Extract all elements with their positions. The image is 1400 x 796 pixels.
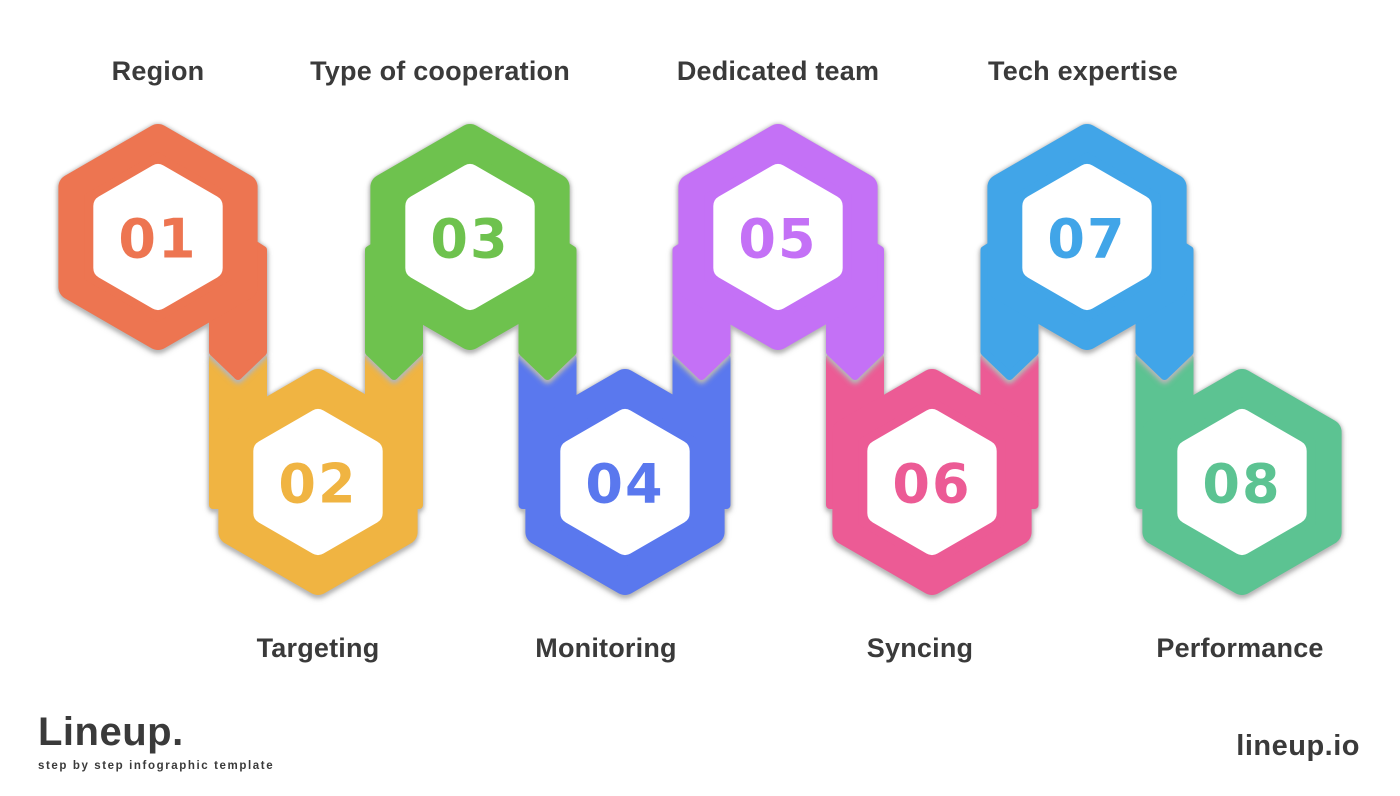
step-label-07: Tech expertise bbox=[988, 56, 1178, 86]
step-number: 02 bbox=[278, 453, 357, 516]
hexagon-inner bbox=[713, 164, 843, 310]
step-unit-08: 08 bbox=[1135, 354, 1342, 595]
hexagon-inner bbox=[253, 409, 383, 555]
step-number: 05 bbox=[738, 208, 817, 271]
step-number: 07 bbox=[1047, 208, 1126, 271]
step-unit-04: 04 bbox=[518, 354, 731, 595]
hexagon-inner bbox=[1177, 409, 1307, 555]
step-unit-07: 07 bbox=[980, 124, 1194, 380]
step-label-03: Type of cooperation bbox=[310, 56, 570, 86]
step-label-05: Dedicated team bbox=[676, 56, 880, 86]
step-unit-05: 05 bbox=[672, 124, 884, 380]
hexagon-inner bbox=[867, 409, 997, 555]
hexagon-inner bbox=[1022, 164, 1152, 310]
hexagon-inner bbox=[93, 164, 223, 310]
brand-logo: Lineup. step by step infographic templat… bbox=[38, 710, 274, 772]
step-number: 06 bbox=[892, 453, 971, 516]
brand-logo-tagline: step by step infographic template bbox=[38, 760, 275, 772]
step-number: 03 bbox=[430, 208, 509, 271]
step-label-08: Performance bbox=[1156, 633, 1324, 663]
brand-logo-text: Lineup. bbox=[38, 710, 184, 754]
step-label-06: Syncing bbox=[866, 633, 974, 663]
brand-site-text: lineup.io bbox=[1236, 730, 1360, 762]
step-unit-01: 01 bbox=[58, 124, 267, 380]
hexagon-inner bbox=[405, 164, 535, 310]
step-number: 04 bbox=[585, 453, 664, 516]
step-number: 01 bbox=[118, 208, 197, 271]
step-label-02: Targeting bbox=[256, 633, 380, 663]
hexagon-inner bbox=[560, 409, 690, 555]
step-label-01: Region bbox=[111, 56, 205, 86]
step-number: 08 bbox=[1202, 453, 1281, 516]
step-unit-02: 02 bbox=[209, 354, 423, 595]
step-unit-03: 03 bbox=[365, 124, 577, 380]
step-unit-06: 06 bbox=[826, 354, 1039, 595]
step-label-04: Monitoring bbox=[535, 633, 677, 663]
